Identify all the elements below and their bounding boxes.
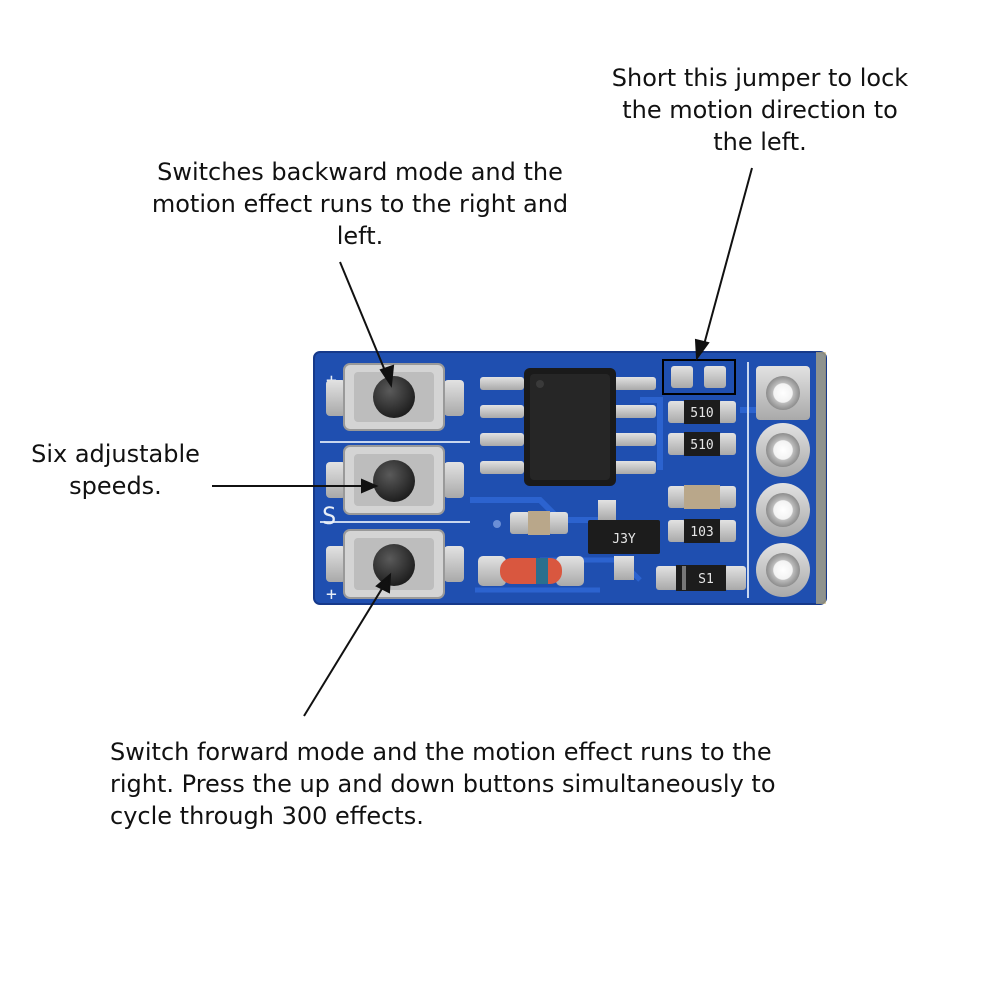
- forward-annotation-line-2: right. Press the up and down buttons sim…: [110, 770, 776, 798]
- resistor-pad: [718, 401, 736, 423]
- pcb-edge-highlight: [816, 352, 826, 604]
- ic-chip: [480, 368, 656, 486]
- diode-band: [682, 566, 686, 590]
- jumper-arrow-line: [701, 167, 753, 353]
- chip-pin: [612, 433, 656, 446]
- transistor-pin: [598, 500, 616, 520]
- backward-arrow-head: [379, 364, 395, 388]
- pin-header: [756, 366, 810, 597]
- button-pad: [326, 546, 346, 582]
- backward-annotation-line-2: motion effect runs to the right and: [151, 190, 569, 218]
- backward-annotation-line-1: Switches backward mode and the: [157, 158, 563, 186]
- silk-mark: +: [326, 584, 337, 605]
- header-hole: [766, 433, 800, 467]
- capacitor-right: [668, 485, 736, 509]
- resistor-510-top: 510: [668, 400, 736, 424]
- header-hole: [766, 553, 800, 587]
- button-pad: [444, 462, 464, 498]
- diode-glass-body: [500, 558, 562, 584]
- button-pad: [444, 380, 464, 416]
- transistor-j3y: J3Y: [588, 500, 660, 580]
- forward-annotation-line-1: Switch forward mode and the motion effec…: [110, 738, 772, 766]
- annotation-arrows: [212, 167, 753, 717]
- capacitor-pad: [548, 512, 568, 534]
- button-cap[interactable]: [373, 460, 415, 502]
- capacitor-left: [510, 511, 568, 535]
- jumper-pad-right: [704, 366, 726, 388]
- jumper-arrow-head: [694, 338, 710, 361]
- backward-annotation-line-3: left.: [336, 222, 384, 250]
- button-pad: [326, 380, 346, 416]
- resistor-pad: [668, 401, 686, 423]
- jumper-pad-left: [671, 366, 693, 388]
- resistor-body: [684, 519, 720, 543]
- button-pad: [326, 462, 346, 498]
- capacitor-pad: [510, 512, 530, 534]
- speeds-annotation-line-1: Six adjustable: [31, 440, 200, 468]
- transistor-body: [588, 520, 660, 554]
- forward-annotation-line-3: cycle through 300 effects.: [110, 802, 424, 830]
- resistor-body: [684, 432, 720, 456]
- capacitor-pad: [668, 486, 686, 508]
- chip-pin: [612, 461, 656, 474]
- chip-top: [530, 374, 610, 480]
- forward-arrow-head: [375, 572, 392, 594]
- resistor-body: [684, 400, 720, 424]
- silk-s-label: S: [322, 502, 336, 530]
- speeds-arrow-head: [361, 478, 379, 494]
- resistor-510-bottom: 510: [668, 432, 736, 456]
- chip-pin: [480, 433, 524, 446]
- jumper-annotation-line-3: the left.: [713, 128, 807, 156]
- via: [493, 520, 501, 528]
- resistor-1-code: 510: [690, 406, 713, 421]
- glass-diode: [478, 556, 584, 586]
- resistor-103: 103: [668, 519, 736, 543]
- jumper-annotation: Short this jumper to lock the motion dir…: [590, 62, 930, 158]
- diode-pad: [724, 566, 746, 590]
- backward-arrow-line: [339, 261, 389, 379]
- resistor-pad: [718, 520, 736, 542]
- tactile-button-middle[interactable]: [326, 445, 464, 515]
- chip-pin: [612, 405, 656, 418]
- diode-code: S1: [698, 572, 714, 587]
- resistor-pad: [668, 520, 686, 542]
- chip-pin: [480, 461, 524, 474]
- transistor-code: J3Y: [612, 532, 636, 547]
- chip-pin: [480, 377, 524, 390]
- speeds-annotation-line-2: speeds.: [69, 472, 162, 500]
- diode-pad: [656, 566, 678, 590]
- diode-pad: [478, 556, 506, 586]
- tactile-button-bottom[interactable]: [326, 529, 464, 599]
- diode-band: [536, 558, 548, 584]
- tactile-button-top[interactable]: [326, 363, 464, 431]
- diode-s1: S1: [656, 565, 746, 591]
- header-hole: [766, 493, 800, 527]
- resistor-pad: [668, 433, 686, 455]
- backward-button-annotation: Switches backward mode and the motion ef…: [125, 156, 595, 252]
- button-cap[interactable]: [373, 544, 415, 586]
- pcb-trace: [470, 497, 600, 523]
- pcb-trace: [640, 397, 663, 470]
- button-pad: [444, 546, 464, 582]
- jumper-annotation-line-1: Short this jumper to lock: [611, 64, 909, 92]
- chip-pin1-dot: [536, 380, 544, 388]
- chip-pin: [480, 405, 524, 418]
- resistor-pad: [718, 433, 736, 455]
- capacitor-body: [528, 511, 550, 535]
- resistor-2-code: 510: [690, 438, 713, 453]
- diode-pad: [556, 556, 584, 586]
- capacitor-body: [684, 485, 720, 509]
- capacitor-pad: [718, 486, 736, 508]
- direction-jumper[interactable]: [662, 359, 736, 395]
- chip-pin: [612, 377, 656, 390]
- speed-button-annotation: Six adjustable speeds.: [18, 438, 213, 502]
- jumper-annotation-line-2: the motion direction to: [622, 96, 898, 124]
- forward-arrow-line: [303, 581, 387, 717]
- button-cap[interactable]: [373, 376, 415, 418]
- transistor-pin: [614, 556, 634, 580]
- header-hole: [766, 376, 800, 410]
- forward-button-annotation: Switch forward mode and the motion effec…: [110, 736, 830, 832]
- resistor-3-code: 103: [690, 525, 713, 540]
